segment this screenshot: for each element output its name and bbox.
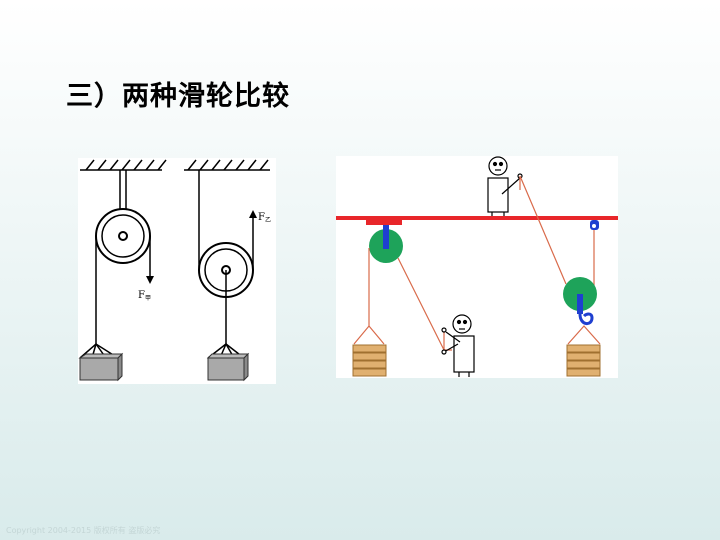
fixed-pulley-rope bbox=[95, 236, 151, 344]
overhead-beam bbox=[336, 216, 618, 220]
copyright-text: Copyright 2004-2015 版权所有 盗版必究 bbox=[6, 526, 161, 535]
pulley-line-diagram-svg: F 甲 bbox=[78, 159, 271, 382]
pulley-cartoon-scene-svg bbox=[336, 156, 618, 377]
person-on-beam bbox=[487, 156, 523, 216]
movable-pulley-load-block bbox=[206, 352, 250, 382]
movable-pulley-ceiling bbox=[184, 159, 270, 171]
movable-pulley-rope-scene bbox=[519, 175, 595, 286]
fixed-pulley-force-subscript: 甲 bbox=[145, 295, 151, 302]
fixed-pulley-scene-sling bbox=[353, 325, 385, 345]
fixed-pulley-mount bbox=[366, 220, 402, 225]
movable-pulley-force-label: F bbox=[258, 212, 265, 223]
movable-pulley-scene-crate bbox=[566, 344, 601, 377]
person-pulling bbox=[441, 314, 475, 377]
movable-pulley-anchor bbox=[590, 220, 599, 230]
movable-pulley-force-arrow bbox=[249, 210, 257, 232]
fixed-pulley-ceiling bbox=[80, 159, 167, 171]
movable-pulley-force-subscript: 乙 bbox=[265, 217, 271, 224]
fixed-pulley-scene-crate bbox=[352, 344, 387, 377]
pulley-line-diagram: F 甲 bbox=[78, 158, 276, 384]
fixed-pulley-load-block bbox=[78, 352, 124, 382]
fixed-pulley-force-label: F bbox=[138, 290, 145, 301]
movable-pulley-scene-sling bbox=[567, 325, 601, 345]
slide-title: 三）两种滑轮比较 bbox=[66, 81, 290, 112]
movable-pulley bbox=[563, 277, 597, 325]
fixed-pulley-force-arrow bbox=[146, 276, 154, 284]
pulley-cartoon-scene bbox=[336, 156, 618, 378]
fixed-pulley-wheel bbox=[95, 208, 151, 264]
fixed-pulley-rope-scene bbox=[368, 248, 452, 351]
fixed-pulley bbox=[369, 225, 403, 263]
